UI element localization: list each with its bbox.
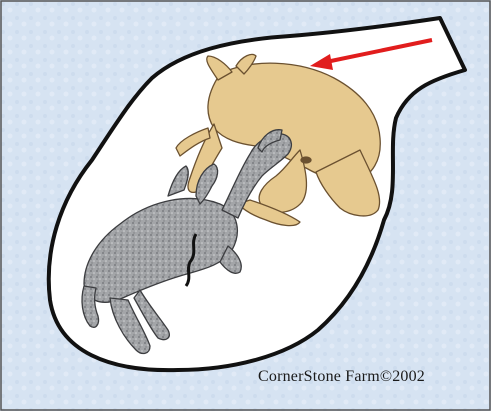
copyright-credit: CornerStone Farm©2002 [258,368,425,386]
